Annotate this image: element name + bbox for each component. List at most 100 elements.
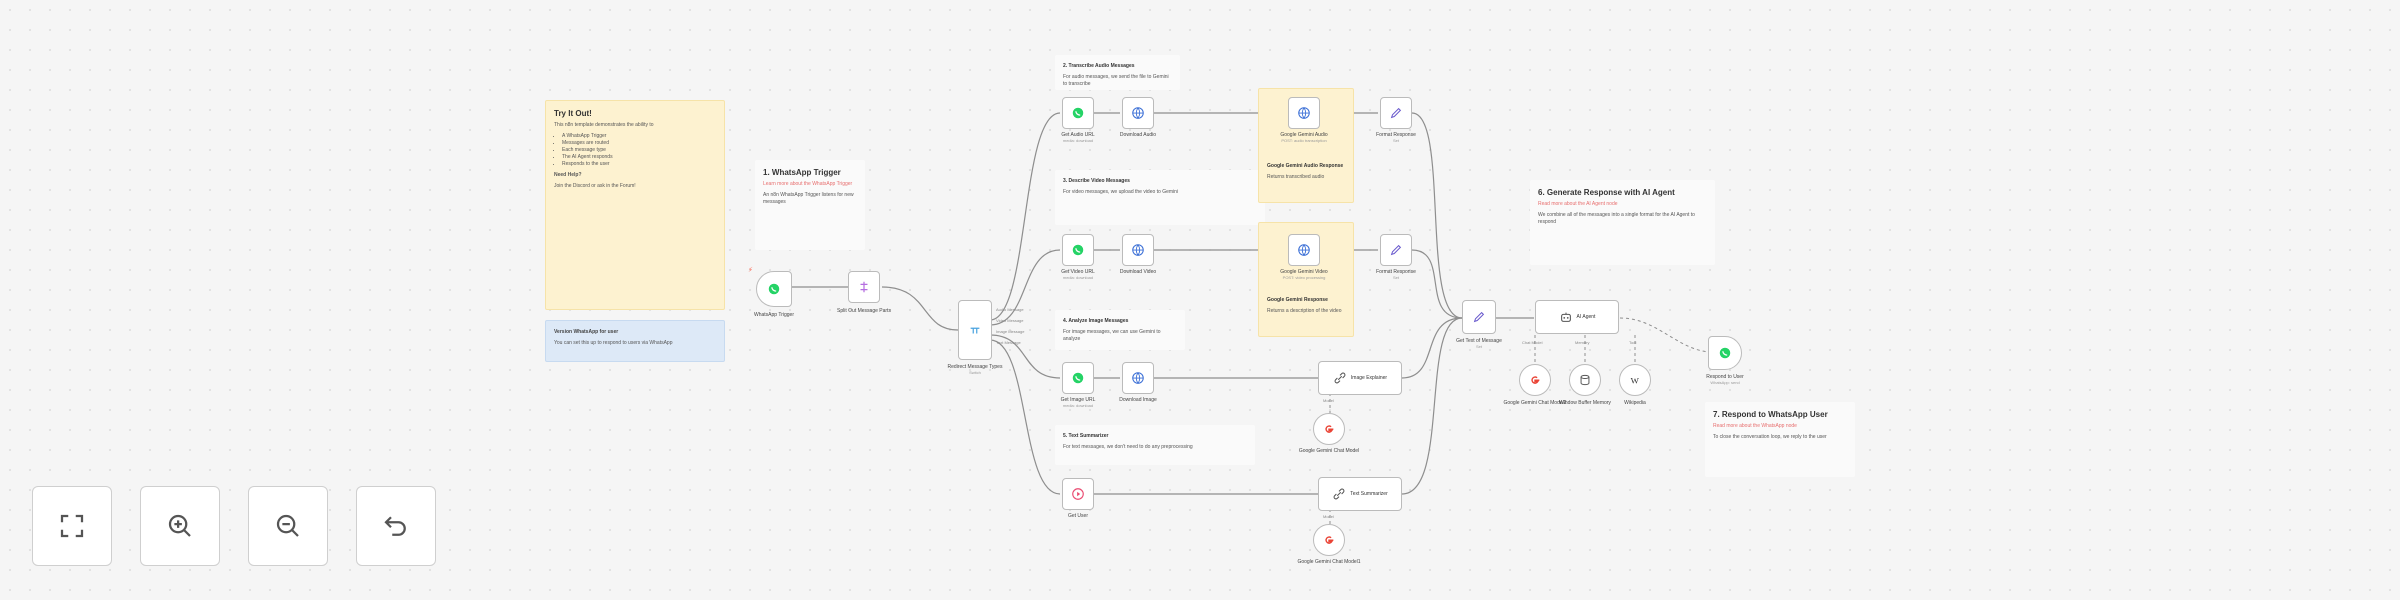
node-download-audio[interactable]: [1122, 97, 1154, 129]
node-label: Get User: [1067, 513, 1088, 519]
node-label: Download Video: [1119, 269, 1157, 275]
chain-link-icon: [1333, 488, 1345, 500]
sticky-body: We combine all of the messages into a si…: [1538, 212, 1695, 225]
trigger-bolt-icon: ⚡: [748, 267, 753, 274]
node-label: Wikipedia: [1624, 400, 1646, 406]
node-gemini-chat-model[interactable]: [1313, 413, 1345, 445]
node-gemini-chat-model-2[interactable]: [1519, 364, 1551, 396]
port-label: Tool: [1629, 340, 1637, 345]
sticky-title: 6. Generate Response with AI Agent: [1538, 188, 1675, 197]
sticky-body: Returns transcribed audio: [1267, 174, 1325, 180]
play-circle-icon: [1072, 488, 1084, 500]
node-download-video[interactable]: [1122, 234, 1154, 266]
node-format-response-video[interactable]: [1380, 234, 1412, 266]
fit-view-button[interactable]: [32, 486, 112, 566]
sticky-title: 5. Text Summarizer: [1063, 433, 1109, 439]
whatsapp-icon: [1072, 244, 1084, 256]
node-gemini-audio[interactable]: [1288, 97, 1320, 129]
node-text-summarizer[interactable]: Text Summarizer: [1318, 477, 1402, 511]
pencil-icon: [1390, 244, 1402, 256]
node-format-response-audio[interactable]: [1380, 97, 1412, 129]
port-label: Memory: [1575, 340, 1590, 345]
globe-icon: [1298, 244, 1310, 257]
node-get-video-url[interactable]: [1062, 234, 1094, 266]
sticky-blue-note: Version WhatsApp for user You can set th…: [545, 320, 725, 362]
node-image-explainer[interactable]: Image Explainer: [1318, 361, 1402, 395]
sticky-title: Try It Out!: [554, 109, 592, 118]
sticky-bullet: The AI Agent responds: [562, 154, 716, 161]
whatsapp-icon: [768, 283, 780, 295]
database-icon: [1580, 374, 1590, 386]
google-icon: [1531, 376, 1540, 384]
zoom-out-button[interactable]: [248, 486, 328, 566]
globe-icon: [1132, 244, 1144, 257]
sticky-whatsapp-trigger: 1. WhatsApp Trigger Learn more about the…: [755, 160, 865, 250]
sticky-respond-user: 7. Respond to WhatsApp User Read more ab…: [1705, 402, 1855, 477]
zoom-in-icon: [168, 514, 191, 537]
sticky-body: For image messages, we can use Gemini to…: [1063, 329, 1161, 342]
sticky-bullet: A WhatsApp Trigger: [562, 133, 716, 140]
node-label: Google Gemini Chat Model1: [1297, 559, 1361, 565]
node-whatsapp-trigger[interactable]: [756, 271, 792, 307]
node-wikipedia[interactable]: W: [1619, 364, 1651, 396]
node-inline-label: Text Summarizer: [1350, 491, 1388, 497]
node-inline-label: AI Agent: [1576, 314, 1596, 320]
sticky-link[interactable]: Read more about the WhatsApp node: [1713, 423, 1797, 429]
node-label: Split Out Message Parts: [837, 308, 891, 314]
svg-text:W: W: [1631, 376, 1640, 386]
port-label: Chat Model: [1522, 340, 1543, 345]
sticky-transcribe-audio: 2. Transcribe Audio Messages For audio m…: [1055, 55, 1180, 90]
node-gemini-video[interactable]: [1288, 234, 1320, 266]
sticky-title: 2. Transcribe Audio Messages: [1063, 63, 1135, 69]
zoom-in-button[interactable]: [140, 486, 220, 566]
google-icon: [1325, 536, 1334, 544]
node-get-text-of-message[interactable]: [1462, 300, 1496, 334]
node-label: Google Gemini Chat Model: [1298, 448, 1360, 454]
node-get-audio-url[interactable]: [1062, 97, 1094, 129]
sticky-title: 7. Respond to WhatsApp User: [1713, 410, 1828, 419]
sticky-title: 3. Describe Video Messages: [1063, 178, 1130, 184]
sticky-link[interactable]: Learn more about the WhatsApp Trigger: [763, 181, 853, 187]
node-label: Download Audio: [1119, 132, 1157, 138]
router-output-label: Audio Message: [996, 307, 1024, 312]
pencil-icon: [1473, 311, 1485, 323]
node-gemini-chat-model-1[interactable]: [1313, 524, 1345, 556]
sticky-body: You can set this up to respond to users …: [554, 340, 673, 346]
globe-icon: [1132, 107, 1144, 120]
router-output-label: Image Message: [996, 329, 1025, 334]
sticky-ai-agent: 6. Generate Response with AI Agent Read …: [1530, 180, 1715, 265]
split-icon: [860, 281, 868, 293]
robot-icon: [1560, 312, 1571, 322]
fit-view-icon: [60, 514, 84, 538]
sticky-link[interactable]: Read more about the AI Agent node: [1538, 201, 1618, 207]
globe-icon: [1298, 107, 1310, 120]
sticky-title: 1. WhatsApp Trigger: [763, 168, 841, 177]
node-split-out[interactable]: [848, 271, 880, 303]
sticky-title: Version WhatsApp for user: [554, 329, 619, 335]
node-get-image-url[interactable]: [1062, 362, 1094, 394]
node-download-image[interactable]: [1122, 362, 1154, 394]
sticky-body: For video messages, we upload the video …: [1063, 189, 1179, 195]
sticky-body: This n8n template demonstrates the abili…: [554, 122, 654, 128]
chain-link-icon: [1334, 372, 1346, 384]
globe-icon: [1132, 372, 1144, 385]
reset-zoom-button[interactable]: [356, 486, 436, 566]
node-respond-to-user[interactable]: [1708, 336, 1742, 370]
sticky-body: For audio messages, we send the file to …: [1063, 74, 1169, 87]
node-get-user[interactable]: [1062, 478, 1094, 510]
node-router-switch[interactable]: [958, 300, 992, 360]
wikipedia-icon: W: [1631, 376, 1640, 386]
node-ai-agent[interactable]: AI Agent: [1535, 300, 1619, 334]
sticky-footer-title: Need Help?: [554, 172, 582, 178]
port-label: Model: [1323, 514, 1334, 519]
node-window-buffer-memory[interactable]: [1569, 364, 1601, 396]
sticky-text-summarizer: 5. Text Summarizer For text messages, we…: [1055, 425, 1255, 465]
